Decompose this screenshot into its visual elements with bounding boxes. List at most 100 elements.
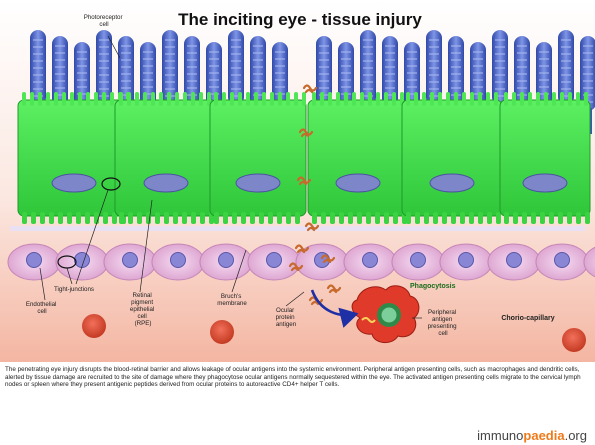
rpe-basal-fold — [67, 212, 72, 224]
rpe-basal-fold — [58, 212, 63, 224]
rpe-microvillus — [560, 92, 564, 106]
rpe-basal-fold — [585, 212, 590, 224]
red-blood-cell — [562, 328, 586, 352]
rpe-microvillus — [414, 92, 418, 106]
rpe-basal-fold — [339, 212, 344, 224]
rpe-microvillus — [86, 92, 90, 106]
brand-logo: immunopaedia.org — [477, 428, 587, 443]
rpe-cell — [115, 100, 217, 216]
rpe-basal-fold — [357, 212, 362, 224]
rpe-microvillus — [312, 92, 316, 106]
endothelial-nucleus — [555, 253, 570, 268]
rpe-basal-fold — [173, 212, 178, 224]
rpe-microvillus — [494, 92, 498, 106]
rpe-microvillus — [254, 92, 258, 106]
rpe-microvillus — [352, 92, 356, 106]
rpe-basal-fold — [330, 212, 335, 224]
brand-accent: paedia — [523, 428, 564, 443]
rpe-microvillus — [119, 92, 123, 106]
rpe-microvillus — [406, 92, 410, 106]
rpe-microvillus — [143, 92, 147, 106]
rpe-basal-fold — [460, 212, 465, 224]
rpe-basal-fold — [137, 212, 142, 224]
rpe-microvillus — [486, 92, 490, 106]
rpe-microvillus — [478, 92, 482, 106]
rpe-basal-fold — [40, 212, 45, 224]
rpe-microvillus — [183, 92, 187, 106]
rpe-microvillus — [344, 92, 348, 106]
rpe-microvillus — [159, 92, 163, 106]
rpe-basal-fold — [540, 212, 545, 224]
rpe-basal-fold — [504, 212, 509, 224]
rpe-basal-fold — [348, 212, 353, 224]
rpe-microvillus — [294, 92, 298, 106]
rpe-microvillus — [462, 92, 466, 106]
rpe-microvillus — [454, 92, 458, 106]
rpe-basal-fold — [478, 212, 483, 224]
rpe-basal-fold — [513, 212, 518, 224]
rpe-microvillus — [70, 92, 74, 106]
rpe-basal-fold — [128, 212, 133, 224]
rpe-cell — [210, 100, 306, 216]
rpe-microvillus — [22, 92, 26, 106]
rpe-basal-fold — [295, 212, 300, 224]
rpe-microvillus — [246, 92, 250, 106]
rpe-basal-fold — [241, 212, 246, 224]
rpe-basal-fold — [85, 212, 90, 224]
rpe-basal-fold — [49, 212, 54, 224]
rpe-nucleus — [144, 174, 188, 192]
rpe-basal-fold — [22, 212, 27, 224]
rpe-layer — [10, 92, 590, 231]
rpe-basal-fold — [415, 212, 420, 224]
rpe-basal-fold — [384, 212, 389, 224]
apc-nucleus-inner — [382, 308, 397, 323]
label-phagocytosis: Phagocytosis — [410, 283, 456, 290]
rpe-basal-fold — [268, 212, 273, 224]
rpe-basal-fold — [567, 212, 572, 224]
rpe-basal-fold — [576, 212, 581, 224]
rpe-microvillus — [430, 92, 434, 106]
rpe-basal-fold — [259, 212, 264, 224]
rpe-microvillus — [199, 92, 203, 106]
rpe-basal-fold — [424, 212, 429, 224]
rpe-nucleus — [236, 174, 280, 192]
rpe-microvillus — [320, 92, 324, 106]
rpe-microvillus — [135, 92, 139, 106]
rpe-microvillus — [552, 92, 556, 106]
rpe-microvillus — [110, 92, 114, 106]
rpe-basal-fold — [321, 212, 326, 224]
rpe-microvillus — [127, 92, 131, 106]
label-tight-junctions: Tight-junctions — [54, 286, 94, 293]
rpe-basal-fold — [200, 212, 205, 224]
rpe-microvillus — [175, 92, 179, 106]
rpe-microvillus — [262, 92, 266, 106]
rpe-microvillus — [30, 92, 34, 106]
endothelial-nucleus — [267, 253, 282, 268]
rpe-basal-fold — [182, 212, 187, 224]
brand-suffix: .org — [565, 428, 587, 443]
rpe-basal-fold — [164, 212, 169, 224]
rpe-basal-fold — [433, 212, 438, 224]
rpe-microvillus — [576, 92, 580, 106]
rpe-basal-fold — [393, 212, 398, 224]
rpe-nucleus — [336, 174, 380, 192]
rpe-basal-fold — [312, 212, 317, 224]
rpe-microvillus — [78, 92, 82, 106]
rpe-basal-fold — [191, 212, 196, 224]
rpe-microvillus — [278, 92, 282, 106]
rpe-basal-fold — [558, 212, 563, 224]
rpe-nucleus — [523, 174, 567, 192]
rpe-basal-fold — [286, 212, 291, 224]
label-ocular-antigen: Ocular protein antigen — [276, 307, 297, 328]
rpe-basal-fold — [531, 212, 536, 224]
rpe-basal-fold — [366, 212, 371, 224]
endothelial-nucleus — [219, 253, 234, 268]
rpe-microvillus — [376, 92, 380, 106]
rpe-microvillus — [46, 92, 50, 106]
rpe-microvillus — [286, 92, 290, 106]
rpe-microvillus — [536, 92, 540, 106]
rpe-microvillus — [151, 92, 155, 106]
rpe-basal-fold — [406, 212, 411, 224]
rpe-basal-fold — [76, 212, 81, 224]
red-blood-cell — [82, 314, 106, 338]
